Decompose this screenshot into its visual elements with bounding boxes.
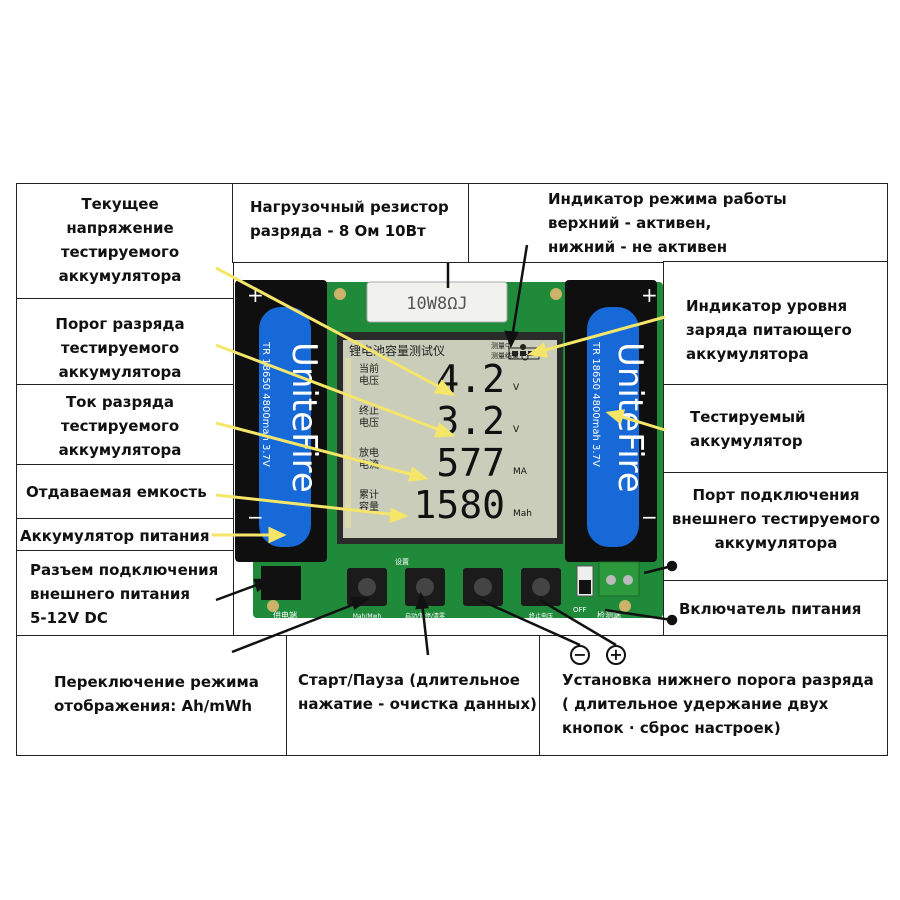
terminal-block[interactable] [598,561,640,597]
battery-plus: + [247,283,264,307]
lcd-row-value: 577 [436,441,505,485]
lcd-row-label: 电压 [359,374,379,387]
label-tested-battery: Тестируемый аккумулятор [690,408,806,450]
cell-power-switch [663,580,888,637]
lcd-row-value: 1580 [413,483,505,527]
lcd-row-unit: V [513,425,520,435]
cell-start-pause [286,635,541,756]
board-button-label: 启动/暂停/清零 [405,612,445,620]
label-power-battery: Аккумулятор питания [20,527,210,545]
cell-power-battery [16,518,234,552]
battery-brand: UniteFire [610,342,650,493]
label-resistor: Нагрузочный резистор разряда - 8 Ом 10Вт [250,198,449,240]
lcd-row-label: 电压 [359,416,379,429]
power-switch-knob[interactable] [579,580,591,594]
status-measuring: 测量中 [491,341,512,350]
set-label: 设置 [395,557,409,566]
label-mode-switch: Переключение режима отображения: Ah/mWh [54,673,259,715]
resistor-text: 10W8ΩJ [406,294,467,314]
cell-charge-indicator [663,261,888,386]
plus-badge: + [606,645,626,665]
lcd-row-label: 当前 [359,362,379,375]
label-capacity: Отдаваемая емкость [26,483,207,501]
lcd-row-label: 电流 [359,458,379,471]
board-label-test: 检测端 [597,610,621,620]
cell-ext-power [16,550,234,637]
label-ext-power: Разъем подключения внешнего питания 5-12… [30,561,219,627]
label-current: Ток разряда тестируемого аккумулятора [58,393,182,459]
battery-minus: − [641,505,658,529]
board-button-cap[interactable] [474,578,492,596]
label-start-pause: Старт/Пауза (длительное нажатие - очистк… [298,671,537,713]
cell-resistor [232,183,470,263]
cell-tested-battery [663,384,888,474]
minus-badge: − [570,645,590,665]
cell-mode-switch [16,635,288,756]
power-battery-holder: + − UniteFire TR 18650 4800mah 3.7V [235,280,327,562]
board-button-label: Mah/Mwh [353,613,382,620]
label-power-switch: Включатель питания [679,600,862,618]
label-threshold-set: Установка нижнего порога разряда ( длите… [562,671,874,737]
label-threshold: Порог разряда тестируемого аккумулятора [55,315,185,381]
status-finished: 测量结束 [491,351,519,360]
battery-brand: UniteFire [284,342,324,493]
battery-minus: − [247,505,264,529]
status-dot-active [520,344,526,350]
switch-off-label: OFF [573,606,587,614]
terminal-screw [606,575,616,585]
board-button-cap[interactable] [416,578,434,596]
cell-current [16,384,234,466]
label-mode-indicator: Индикатор режима работы верхний - активе… [548,190,787,256]
board-button-cap[interactable] [532,578,550,596]
lcd-row-label: 放电 [359,446,379,459]
battery-model: TR 18650 4800mah 3.7V [260,341,271,467]
board-button-label: 终止电压 [529,612,553,620]
label-charge-indicator: Индикатор уровня заряда питающего аккуму… [686,297,852,363]
lcd-row-value: 4.2 [436,357,505,401]
mount-hole [550,288,562,300]
battery-model: TR 18650 4800mah 3.7V [590,341,601,467]
lcd-row-label: 容量 [359,500,379,513]
board-label-power: 供电端 [273,610,297,620]
cell-ext-port [663,472,888,582]
lcd-row-label: 累计 [359,488,379,501]
dc-jack[interactable] [261,566,301,600]
cell-capacity [16,464,234,520]
label-voltage: Текущее напряжение тестируемого аккумуля… [58,195,182,285]
tested-battery-holder: + − UniteFire TR 18650 4800mah 3.7V [565,280,658,562]
lcd-row-unit: MA [513,467,528,477]
lcd-row-unit: V [513,383,520,393]
label-ext-port: Порт подключения внешнего тестируемого а… [671,486,881,552]
cell-threshold-set [539,635,888,756]
battery-plus: + [641,283,658,307]
lcd-title: 锂电池容量测试仪 [349,343,445,358]
lcd-pins-left [345,358,351,528]
mount-hole [334,288,346,300]
tested-battery [587,307,639,547]
board-button-cap[interactable] [358,578,376,596]
lcd-row-unit: Mah [513,509,532,519]
lcd-row-label: 终止 [359,404,379,417]
lcd-row-value: 3.2 [436,399,505,443]
terminal-screw [623,575,633,585]
